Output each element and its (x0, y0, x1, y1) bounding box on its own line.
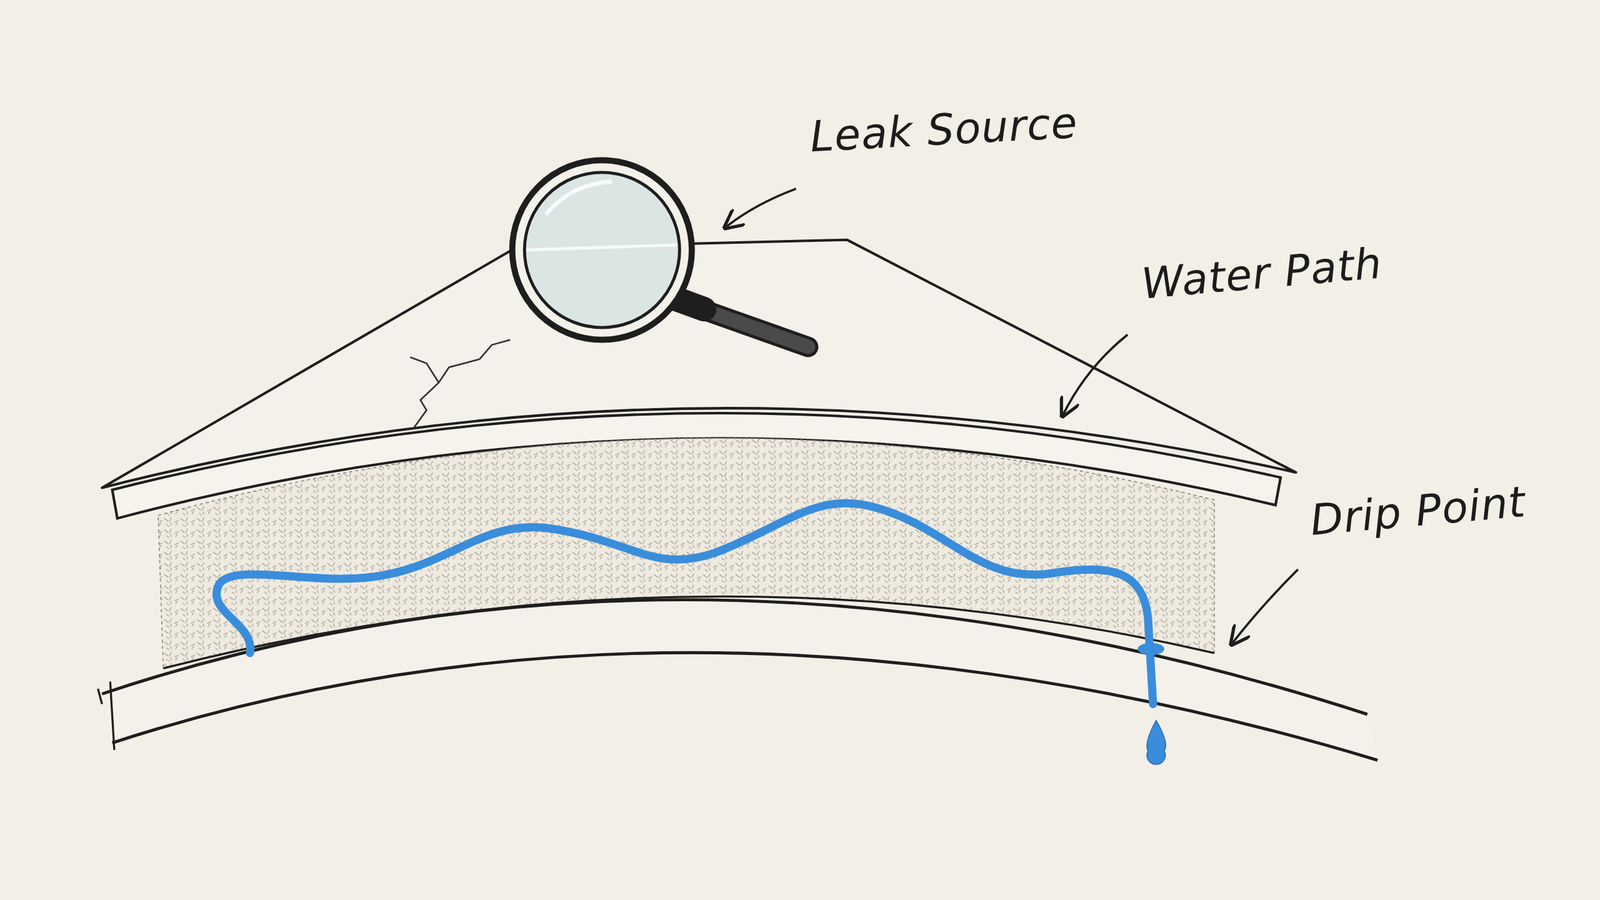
leader-arrow (1232, 569, 1298, 644)
ceiling-top-line (101, 600, 1367, 715)
insulation-base-line (163, 596, 1215, 669)
ceiling-bottom-line (112, 652, 1378, 760)
leader-arrow (726, 188, 796, 227)
ceiling-end (98, 681, 115, 750)
drip-blob (1137, 643, 1164, 656)
callout-label: Leak Source (808, 98, 1079, 162)
ceiling-board (101, 600, 1378, 761)
leader-arrow (1063, 335, 1128, 415)
roof-crack (410, 340, 510, 429)
magnifying-glass (512, 160, 809, 347)
callout-label: Drip Point (1308, 476, 1528, 545)
fascia-end (1275, 477, 1281, 505)
water-drop (1146, 720, 1166, 765)
water-path (216, 503, 1153, 704)
callout-label: Water Path (1139, 238, 1384, 309)
